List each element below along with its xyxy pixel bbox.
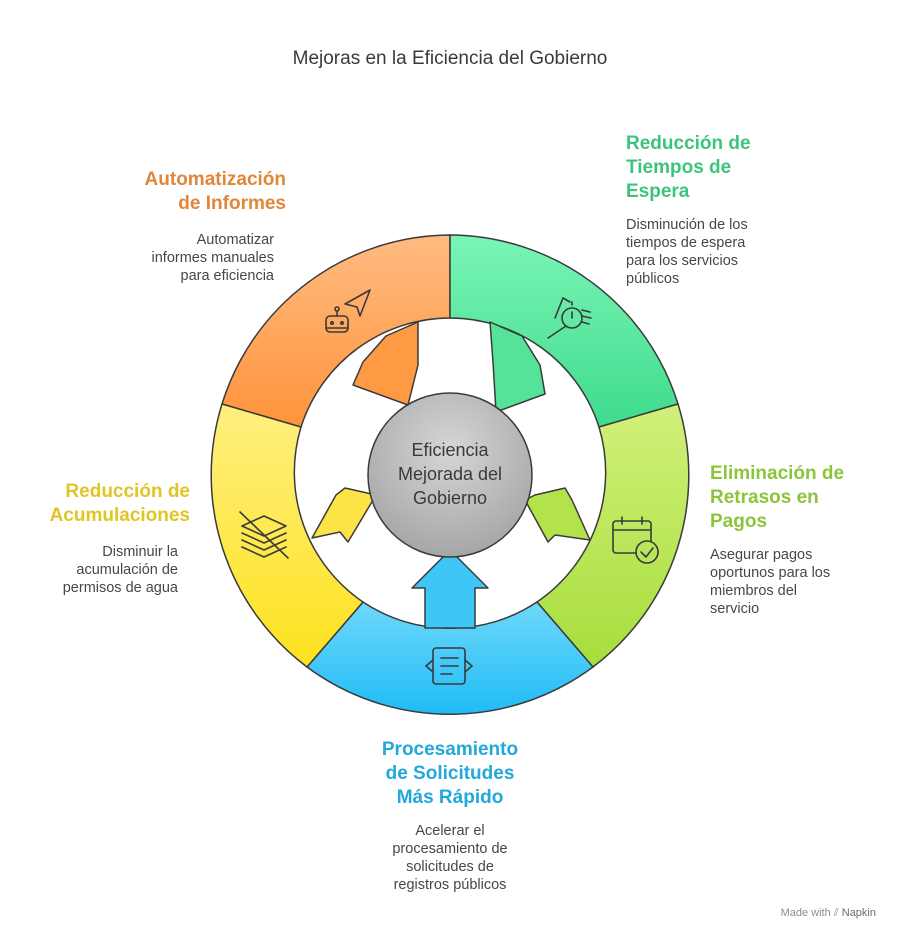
watermark: Made with ⫽ Napkin (781, 907, 876, 920)
center-line-1: Eficiencia (411, 440, 489, 460)
segment-acumulaciones (210, 403, 365, 669)
page-title: Mejoras en la Eficiencia del Gobierno (292, 48, 608, 69)
center-hub (367, 392, 533, 558)
tiempos-heading-line: Reducción de (626, 133, 751, 154)
center-line-3: Gobierno (412, 488, 488, 508)
automatizacion-heading: Automatización de Informes (145, 168, 286, 216)
pagos-desc-line: servicio (710, 601, 760, 617)
solicitudes-description: Acelerar el procesamiento de solicitudes… (348, 822, 552, 894)
solicitudes-desc-line: solicitudes de (406, 859, 494, 875)
stack-crossed-icon (239, 511, 289, 559)
segment-automatizacion (221, 234, 451, 428)
automatizacion-desc-line: Automatizar (196, 232, 274, 248)
tiempos-description: Disminución de los tiempos de espera par… (626, 216, 748, 288)
pagos-desc-line: oportunos para los (710, 565, 831, 581)
watermark-prefix: Made with (780, 907, 831, 919)
arrow-acumulaciones (311, 487, 377, 543)
solicitudes-heading-line: Más Rápido (396, 787, 504, 808)
acumulaciones-desc-line: acumulación de (76, 562, 178, 578)
watermark-brand: Napkin (841, 907, 876, 919)
napkin-logo-icon: ⫽ (833, 907, 839, 919)
pagos-desc-line: miembros del (710, 583, 798, 599)
solicitudes-heading-line: Procesamiento (381, 739, 519, 760)
pagos-desc-line: Asegurar pagos (710, 547, 813, 563)
solicitudes-desc-line: procesamiento de (392, 841, 508, 857)
tiempos-heading-line: Espera (626, 181, 690, 202)
automatizacion-heading-line: de Informes (178, 193, 286, 214)
robot-icon (325, 289, 371, 333)
acumulaciones-desc-line: Disminuir la (102, 544, 178, 560)
automatizacion-description: Automatizar informes manuales para efici… (152, 231, 275, 285)
tiempos-desc-line: públicos (626, 271, 680, 287)
pagos-heading-line: Eliminación de (710, 463, 845, 484)
acumulaciones-heading: Reducción de Acumulaciones (50, 480, 190, 528)
acumulaciones-description: Disminuir la acumulación de permisos de … (63, 543, 178, 597)
pagos-heading-line: Pagos (710, 511, 768, 532)
solicitudes-desc-line: registros públicos (393, 877, 507, 893)
tiempos-heading: Reducción de Tiempos de Espera (626, 132, 751, 204)
solicitudes-desc-line: Acelerar el (415, 823, 485, 839)
document-arrows-icon (425, 647, 473, 685)
pagos-description: Asegurar pagos oportunos para los miembr… (710, 546, 830, 618)
automatizacion-heading-line: Automatización (144, 169, 286, 190)
tiempos-desc-line: tiempos de espera (626, 235, 746, 251)
calendar-check-icon (612, 516, 659, 564)
pagos-heading: Eliminación de Retrasos en Pagos (710, 462, 844, 534)
tiempos-desc-line: Disminución de los (626, 217, 748, 233)
center-label: Eficiencia Mejorada del Gobierno (376, 438, 524, 510)
acumulaciones-desc-line: permisos de agua (62, 580, 178, 596)
solicitudes-heading: Procesamiento de Solicitudes Más Rápido (348, 738, 552, 810)
solicitudes-heading-line: de Solicitudes (385, 763, 515, 784)
tiempos-heading-line: Tiempos de (626, 157, 732, 178)
center-line-2: Mejorada del (397, 464, 503, 484)
acumulaciones-heading-line: Acumulaciones (49, 505, 190, 526)
tiempos-desc-line: para los servicios (626, 253, 739, 269)
automatizacion-desc-line: informes manuales (151, 250, 275, 266)
arrow-solicitudes (411, 549, 489, 629)
arrow-pagos (524, 487, 591, 543)
pagos-heading-line: Retrasos en (710, 487, 819, 508)
acumulaciones-heading-line: Reducción de (65, 481, 190, 502)
automatizacion-desc-line: para eficiencia (180, 268, 275, 284)
stopwatch-hand-icon (547, 297, 592, 339)
